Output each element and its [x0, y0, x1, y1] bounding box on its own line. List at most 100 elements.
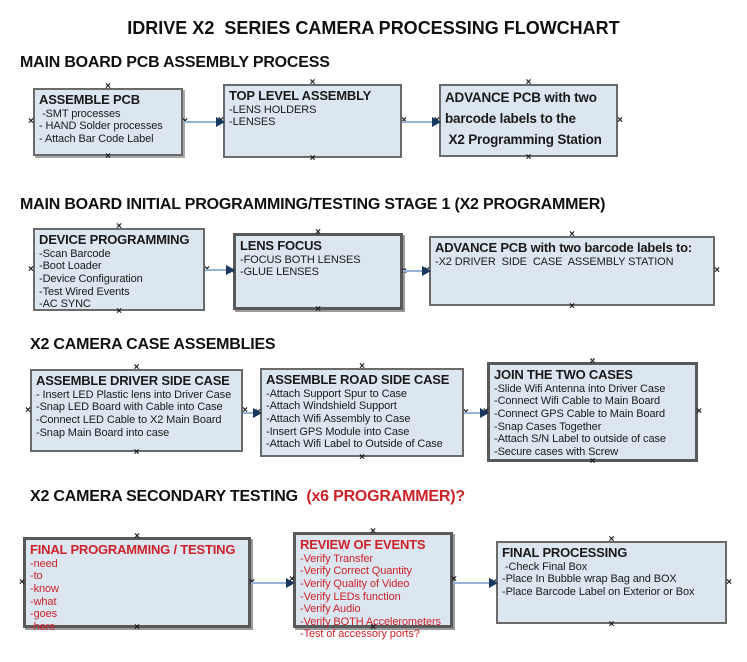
connector-arrow-assemble-pcb-to-top-level[interactable]: [183, 117, 225, 127]
connector-arrow-driver-case-to-road-case[interactable]: [243, 408, 262, 418]
arrowhead-icon: [432, 117, 441, 127]
connection-handle-icon[interactable]: ×: [451, 574, 457, 585]
box-item-line: -AC SYNC: [39, 298, 91, 311]
box-item-line: -Test of accessory ports?: [300, 628, 420, 641]
box-items: -SMT processes- HAND Solder processes- A…: [39, 108, 177, 146]
box-title: JOIN THE TWO CASES: [494, 367, 633, 382]
box-item-line: -Verify Transfer: [300, 552, 373, 565]
flow-box-lens-focus[interactable]: LENS FOCUS -FOCUS BOTH LENSES-GLUE LENSE…: [229, 228, 407, 315]
connection-handle-icon[interactable]: ×: [242, 404, 248, 416]
connection-handle-icon[interactable]: ×: [370, 622, 376, 633]
box-item-line: -Verify BOTH Accelerometers: [300, 615, 441, 628]
connector-arrow-top-level-to-advance-pcb[interactable]: [402, 117, 441, 127]
connection-handle-icon[interactable]: ×: [617, 114, 623, 126]
connection-handle-icon[interactable]: ×: [608, 619, 615, 630]
box-items: -Attach Support Spur to Case-Attach Wind…: [266, 388, 458, 451]
box-item-line: -Snap LED Board with Cable into Case: [36, 401, 223, 414]
box-item-line: - HAND Solder processes: [39, 120, 163, 133]
connection-handle-icon[interactable]: ×: [28, 116, 34, 127]
box-title: ASSEMBLE PCB: [39, 92, 140, 107]
flow-box-final-programming-testing[interactable]: FINAL PROGRAMMING / TESTING -need-to-kno…: [19, 532, 255, 633]
flow-box-device-programming[interactable]: DEVICE PROGRAMMING -Scan Barcode-Boot Lo…: [28, 222, 210, 317]
connection-handle-icon[interactable]: ×: [309, 153, 316, 164]
connection-handle-icon[interactable]: ×: [133, 362, 140, 373]
connection-handle-icon[interactable]: ×: [133, 447, 140, 458]
connection-handle-icon[interactable]: ×: [105, 151, 111, 162]
connection-handle-icon[interactable]: ×: [569, 301, 575, 312]
box-items: -LENS HOLDERS-LENSES: [229, 104, 396, 129]
flow-box-top-level-assembly[interactable]: TOP LEVEL ASSEMBLY -LENS HOLDERS-LENSES …: [218, 78, 407, 164]
arrowhead-icon: [422, 266, 431, 276]
connection-handle-icon[interactable]: ×: [359, 452, 365, 463]
connection-handle-icon[interactable]: ×: [726, 576, 732, 588]
section-heading-initial-programming: MAIN BOARD INITIAL PROGRAMMING/TESTING S…: [20, 196, 606, 213]
connection-handle-icon[interactable]: ×: [359, 361, 365, 372]
box-item-line: -Attach Wifi Assembly to Case: [266, 412, 411, 425]
box-items: - Insert LED Plastic lens into Driver Ca…: [36, 389, 237, 440]
connection-handle-icon[interactable]: ×: [28, 263, 34, 275]
flow-box-review-of-events[interactable]: REVIEW OF EVENTS -Verify Transfer-Verify…: [289, 527, 457, 641]
section-heading-pcb-assembly: MAIN BOARD PCB ASSEMBLY PROCESS: [20, 54, 330, 71]
box-item-line: -Place Barcode Label on Exterior or Box: [502, 585, 695, 598]
box-item-line: -to: [30, 570, 43, 583]
connector-arrow-review-to-final-processing[interactable]: [453, 578, 498, 588]
box-item-line: -Attach Wifi Label to Outside of Case: [266, 438, 443, 451]
connection-handle-icon[interactable]: ×: [608, 534, 615, 545]
connection-handle-icon[interactable]: ×: [569, 229, 575, 240]
flow-box-advance-pcb-driver-side-station[interactable]: ADVANCE PCB with two barcode labels to: …: [424, 230, 720, 312]
box-item-line: -Verify Correct Quantity: [300, 565, 412, 578]
flow-box-assemble-driver-side-case[interactable]: ASSEMBLE DRIVER SIDE CASE - Insert LED P…: [25, 363, 248, 458]
box-items: -Check Final Box-Place In Bubble wrap Ba…: [502, 561, 721, 599]
connection-handle-icon[interactable]: ×: [25, 404, 31, 416]
connection-handle-icon[interactable]: ×: [116, 306, 122, 317]
box-item-line: -Snap Cases Together: [494, 420, 602, 433]
connection-handle-icon[interactable]: ×: [19, 576, 25, 588]
arrowhead-icon: [489, 578, 498, 588]
arrowhead-icon: [480, 408, 489, 418]
connector-arrow-road-case-to-join-cases[interactable]: [464, 408, 489, 418]
connection-handle-icon[interactable]: ×: [589, 356, 596, 367]
box-item-line: -goes: [30, 608, 58, 621]
arrowhead-icon: [253, 408, 262, 418]
box-item-line: -Check Final Box: [502, 560, 588, 573]
section-heading-secondary-testing-red: (x6 PROGRAMMER)?: [302, 488, 465, 505]
connection-handle-icon[interactable]: ×: [589, 456, 596, 467]
connector-arrow-device-programming-to-lens-focus[interactable]: [205, 265, 235, 275]
flow-box-advance-pcb-programming-station[interactable]: ADVANCE PCB with two barcode labels to t…: [434, 78, 623, 163]
flow-box-assemble-pcb[interactable]: ASSEMBLE PCB -SMT processes- HAND Solder…: [28, 82, 188, 162]
connection-handle-icon[interactable]: ×: [714, 265, 720, 276]
connector-arrow-lens-focus-to-advance-pcb[interactable]: [403, 266, 431, 276]
flow-box-final-processing[interactable]: FINAL PROCESSING -Check Final Box-Place …: [491, 535, 732, 630]
connection-handle-icon[interactable]: ×: [525, 152, 532, 163]
box-item-line: -Attach Windshield Support: [266, 400, 397, 413]
connection-handle-icon[interactable]: ×: [309, 77, 316, 88]
connection-handle-icon[interactable]: ×: [401, 116, 407, 126]
connector-arrow-final-programming-to-review[interactable]: [251, 578, 295, 588]
connection-handle-icon[interactable]: ×: [134, 531, 140, 542]
connection-handle-icon[interactable]: ×: [105, 81, 111, 92]
connection-handle-icon[interactable]: ×: [315, 227, 321, 238]
box-items: -X2 DRIVER SIDE CASE ASSEMBLY STATION: [435, 256, 709, 269]
connection-handle-icon[interactable]: ×: [370, 526, 376, 537]
flow-box-join-the-two-cases[interactable]: JOIN THE TWO CASES -Slide Wifi Antenna i…: [483, 357, 702, 467]
connection-handle-icon[interactable]: ×: [696, 406, 702, 417]
flow-box-assemble-road-side-case[interactable]: ASSEMBLE ROAD SIDE CASE -Attach Support …: [255, 362, 469, 463]
box-item-line: - Insert LED Plastic lens into Driver Ca…: [36, 388, 232, 401]
connection-handle-icon[interactable]: ×: [315, 304, 321, 315]
box-item-line: -GLUE LENSES: [240, 266, 319, 279]
arrowhead-icon: [216, 117, 225, 127]
box-title: FINAL PROGRAMMING / TESTING: [30, 542, 236, 557]
box-item-line: -Secure cases with Screw: [494, 445, 619, 458]
connection-handle-icon[interactable]: ×: [134, 622, 140, 633]
box-item-line: -Insert GPS Module into Case: [266, 425, 410, 438]
box-title: LENS FOCUS: [240, 238, 322, 253]
box-items: -FOCUS BOTH LENSES-GLUE LENSES: [240, 254, 396, 279]
box-item-line: -LENS HOLDERS: [229, 103, 317, 116]
box-item-line: -LENSES: [229, 116, 276, 129]
connection-handle-icon[interactable]: ×: [525, 77, 532, 88]
connection-handle-icon[interactable]: ×: [116, 221, 122, 232]
box-item-line: -here: [30, 620, 56, 633]
arrowhead-icon: [226, 265, 235, 275]
box-item-line: -Verify Quality of Video: [300, 577, 410, 590]
box-items: -need-to-know-what-goes-here: [30, 558, 244, 634]
